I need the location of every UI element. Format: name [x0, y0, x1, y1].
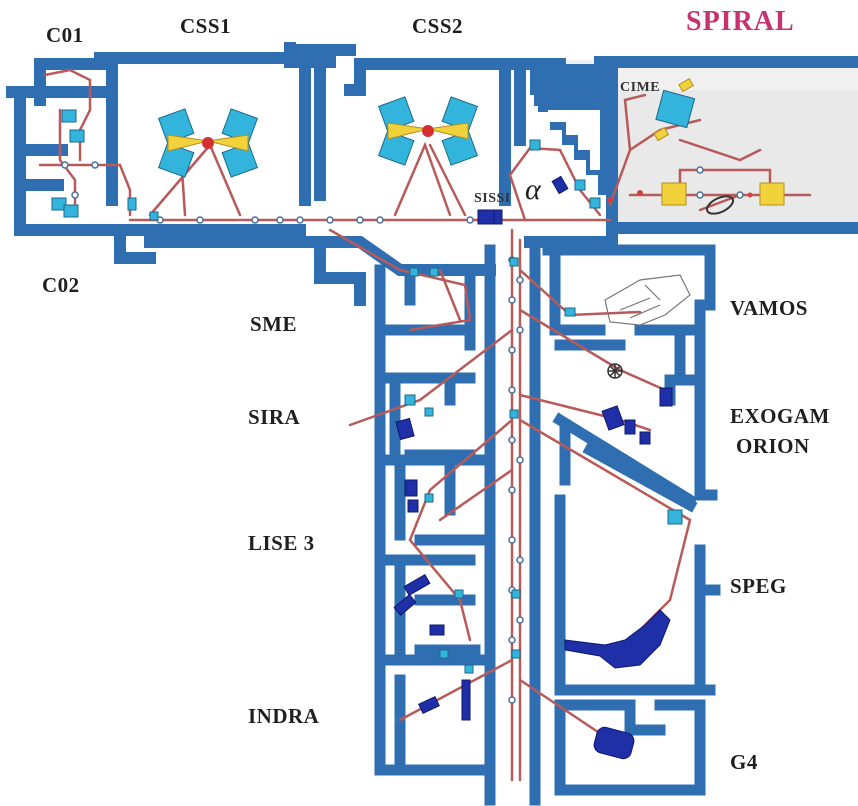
wall-sme [374, 264, 476, 351]
beam-g4 [518, 678, 612, 742]
wall-vamos [549, 252, 706, 386]
spiral-loop [705, 195, 735, 215]
label-alpha: α [525, 173, 542, 206]
label-css2: CSS2 [412, 14, 464, 38]
wall-sira [379, 372, 476, 461]
spiral-boxes [661, 182, 785, 206]
beam-indra [398, 658, 514, 722]
beam-alpha [508, 146, 602, 222]
label-sira: SIRA [248, 405, 301, 429]
wall-css1 [106, 42, 336, 236]
wall-css2 [314, 58, 511, 206]
label-lise3: LISE 3 [248, 531, 315, 555]
hall-walls [374, 244, 721, 806]
label-c02: C02 [42, 273, 80, 297]
wall-right-outer [542, 244, 721, 696]
wall-top [94, 44, 858, 70]
beam-sme [328, 228, 472, 332]
cime-cyclotron [653, 77, 696, 142]
label-indra: INDRA [248, 704, 320, 728]
vamos-spectrometer [604, 274, 691, 326]
beam-spiral-up [678, 138, 762, 162]
exogam-detector [607, 363, 623, 379]
label-sissi: SISSI [474, 191, 511, 206]
label-css1: CSS1 [180, 14, 232, 38]
beam-lise-b [438, 468, 514, 522]
beam-css1-in [148, 143, 212, 217]
beam-css2-in [393, 141, 452, 217]
label-orion: ORION [736, 434, 810, 458]
css2-cyclotron [377, 96, 479, 166]
wall-main-corridor [144, 222, 858, 306]
alpha-inner [548, 110, 600, 170]
beam-sira [348, 328, 514, 427]
label-speg: SPEG [730, 574, 787, 598]
dark-dipoles [393, 175, 673, 760]
wall-speg [554, 494, 706, 696]
wall-exogam [552, 339, 698, 513]
label-exogam: EXOGAM [730, 404, 830, 428]
label-cime: CIME [620, 80, 661, 95]
beam-elements [61, 161, 744, 704]
wall-lise3 [379, 454, 496, 546]
label-vamos: VAMOS [730, 296, 808, 320]
css1-cyclotron [157, 108, 259, 178]
beam-lise [408, 418, 514, 642]
speg-spectrometer [564, 609, 671, 669]
label-c01: C01 [46, 23, 84, 47]
label-spiral: SPIRAL [686, 6, 795, 37]
beam-css2-b [428, 143, 467, 217]
wall-g4 [554, 699, 706, 796]
beam-exogam [518, 308, 667, 392]
red-marks [607, 190, 753, 203]
wall-indra [379, 654, 496, 776]
label-sme: SME [250, 312, 298, 336]
small-magnets [51, 109, 683, 674]
label-g4: G4 [730, 750, 758, 774]
